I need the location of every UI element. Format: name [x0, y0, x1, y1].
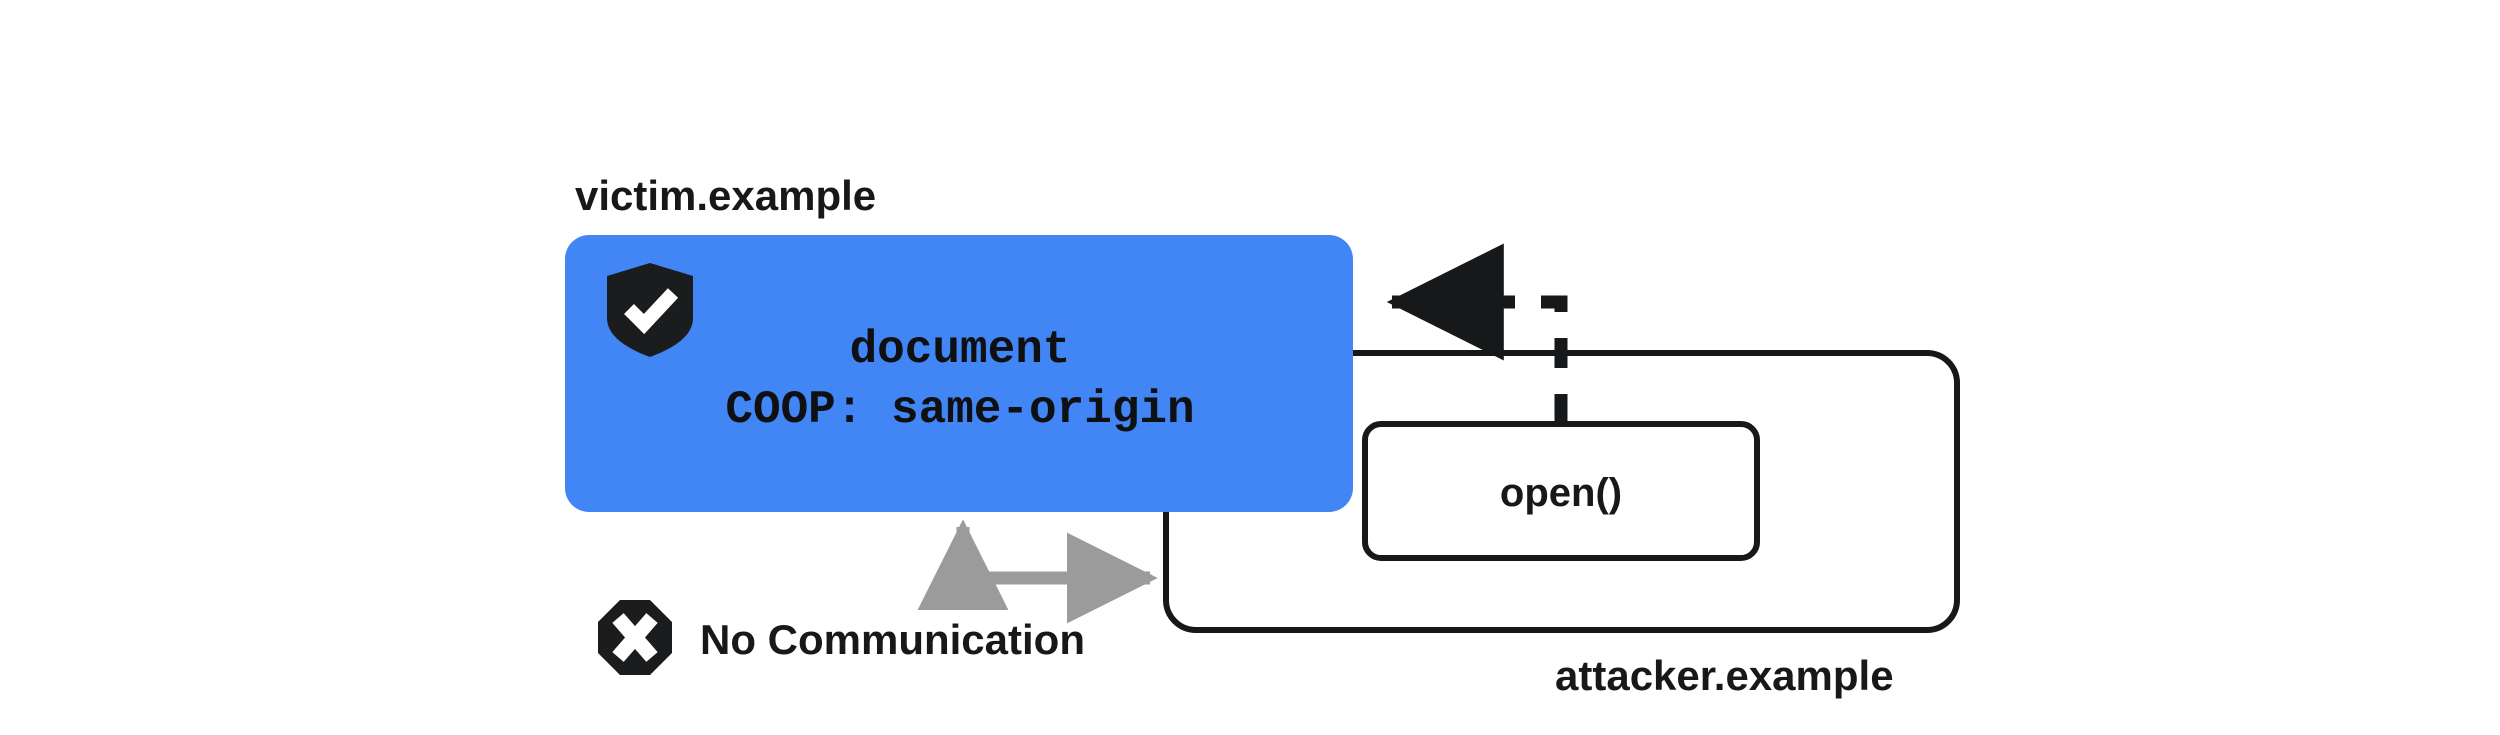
shield-check-icon [607, 263, 693, 357]
document-label: document [850, 324, 1071, 376]
attacker-title: attacker.example [1555, 652, 1894, 699]
open-dashed-link [1386, 243, 1568, 424]
no-communication-group: No Communication [598, 600, 1085, 675]
dashed-open-arrow [1386, 243, 1568, 424]
no-communication-label: No Communication [700, 616, 1085, 663]
open-call-box: open() [1362, 421, 1760, 561]
octagon-x-icon [598, 600, 672, 675]
open-call-label: open() [1500, 471, 1622, 515]
victim-box-fill [565, 235, 1353, 512]
victim-document-box: document COOP: same-origin [565, 235, 1353, 512]
coop-header-label: COOP: same-origin [725, 384, 1194, 436]
no-communication-arrow [917, 519, 1158, 624]
victim-title: victim.example [575, 172, 876, 219]
